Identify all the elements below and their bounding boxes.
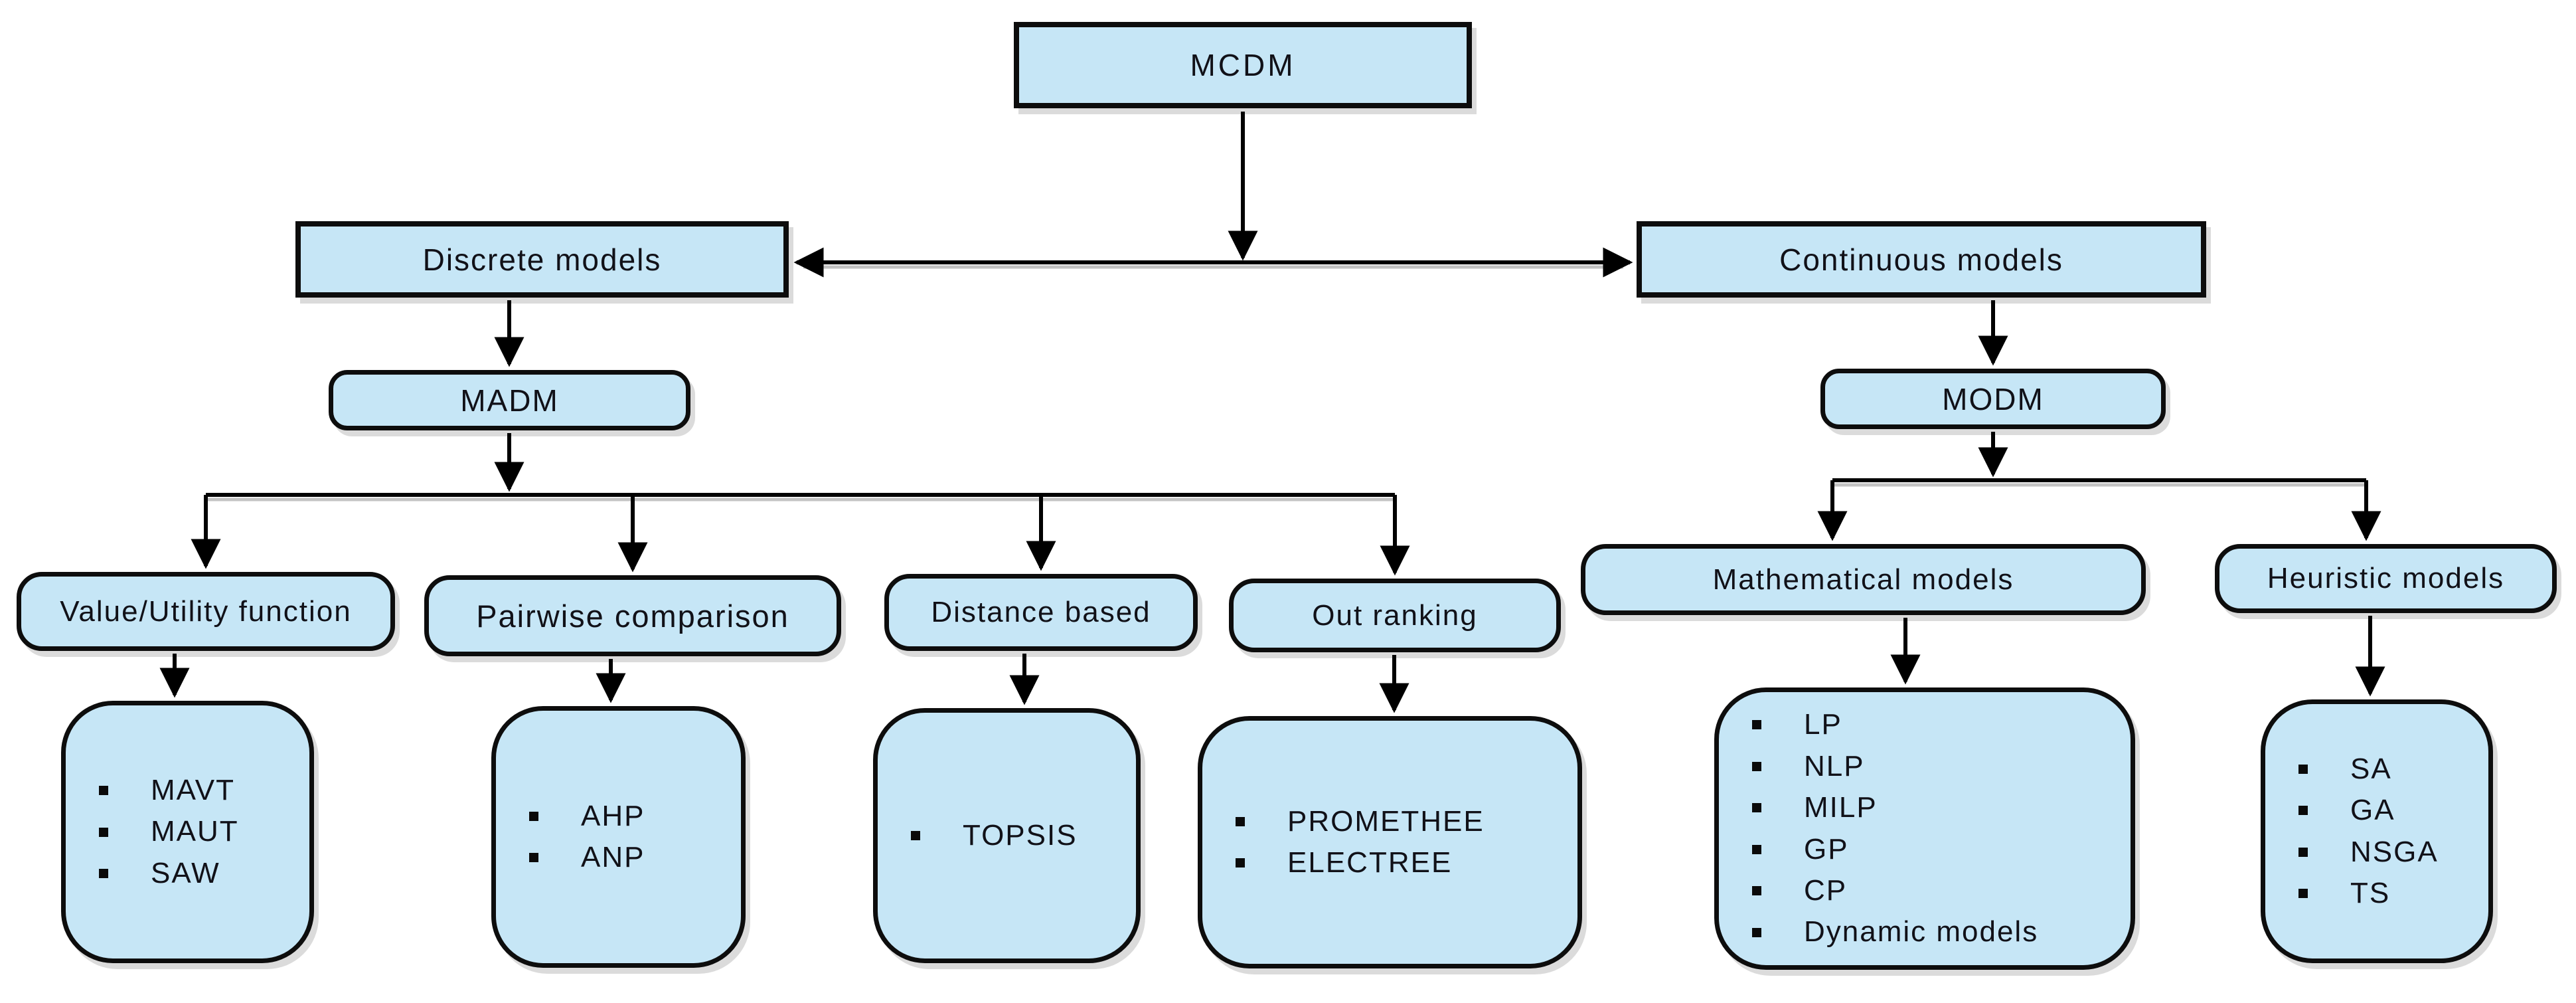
method-item: TS bbox=[2298, 873, 2468, 914]
method-label: TOPSIS bbox=[963, 818, 1078, 852]
method-item: GP bbox=[1752, 829, 2111, 870]
node-out-ranking: Out ranking bbox=[1229, 579, 1561, 652]
method-label: NSGA bbox=[2350, 835, 2439, 868]
method-label: Dynamic models bbox=[1804, 915, 2039, 949]
method-label: SAW bbox=[151, 856, 220, 889]
leaf-heuristic-methods: SA GA NSGA TS bbox=[2261, 699, 2493, 963]
method-item: CP bbox=[1752, 870, 2111, 911]
node-madm: MADM bbox=[329, 370, 690, 430]
node-continuous-models-label: Continuous models bbox=[1779, 242, 2063, 277]
leaf-mathematical-methods: LP NLP MILP GP CP Dynamic models bbox=[1714, 687, 2135, 970]
node-modm-label: MODM bbox=[1942, 381, 2044, 416]
method-item: SAW bbox=[99, 853, 289, 894]
node-modm: MODM bbox=[1820, 369, 2166, 429]
node-value-utility-function-label: Value/Utility function bbox=[60, 594, 352, 628]
bullet-icon bbox=[2298, 806, 2308, 816]
method-label: ANP bbox=[581, 841, 645, 873]
leaf-outranking-methods: PROMETHEE ELECTREE bbox=[1198, 716, 1582, 968]
method-label: MILP bbox=[1804, 791, 1878, 824]
leaf-distance-methods: TOPSIS bbox=[873, 708, 1141, 963]
method-item: TOPSIS bbox=[911, 815, 1116, 856]
node-mcdm-label: MCDM bbox=[1190, 48, 1296, 82]
method-label: MAUT bbox=[151, 815, 239, 848]
bullet-icon bbox=[1752, 761, 1761, 771]
bullet-icon bbox=[2298, 889, 2308, 899]
node-pairwise-comparison-label: Pairwise comparison bbox=[476, 598, 789, 634]
method-item: NSGA bbox=[2298, 832, 2468, 873]
method-item: MILP bbox=[1752, 787, 2111, 828]
bullet-icon bbox=[1752, 803, 1761, 813]
method-item: AHP bbox=[529, 796, 721, 837]
method-label: SA bbox=[2350, 752, 2392, 785]
bullet-icon bbox=[529, 811, 538, 821]
bullet-icon bbox=[99, 868, 108, 878]
bullet-icon bbox=[529, 853, 538, 863]
method-label: TS bbox=[2350, 876, 2391, 909]
bullet-icon bbox=[2298, 764, 2308, 774]
bullet-icon bbox=[99, 827, 108, 837]
method-item: PROMETHEE bbox=[1236, 801, 1558, 842]
method-item: MAVT bbox=[99, 770, 289, 811]
method-item: SA bbox=[2298, 749, 2468, 790]
node-continuous-models: Continuous models bbox=[1637, 221, 2206, 298]
node-mathematical-models-label: Mathematical models bbox=[1712, 563, 2014, 596]
node-mathematical-models: Mathematical models bbox=[1581, 544, 2146, 615]
node-discrete-models-label: Discrete models bbox=[422, 242, 662, 277]
bullet-icon bbox=[1236, 816, 1245, 826]
leaf-pairwise-methods: AHP ANP bbox=[491, 706, 746, 968]
method-item: ELECTREE bbox=[1236, 842, 1558, 883]
node-heuristic-models: Heuristic models bbox=[2215, 544, 2557, 613]
node-mcdm: MCDM bbox=[1014, 22, 1472, 108]
method-label: GA bbox=[2350, 794, 2395, 827]
bullet-icon bbox=[1752, 886, 1761, 896]
method-item: LP bbox=[1752, 704, 2111, 745]
node-value-utility-function: Value/Utility function bbox=[17, 572, 395, 651]
node-heuristic-models-label: Heuristic models bbox=[2267, 562, 2505, 594]
node-discrete-models: Discrete models bbox=[295, 221, 789, 298]
bullet-icon bbox=[1752, 844, 1761, 854]
bullet-icon bbox=[2298, 847, 2308, 857]
method-label: LP bbox=[1804, 708, 1842, 741]
node-madm-label: MADM bbox=[460, 383, 559, 418]
bullet-icon bbox=[1752, 927, 1761, 937]
method-item: MAUT bbox=[99, 811, 289, 852]
node-distance-based: Distance based bbox=[884, 574, 1198, 651]
method-label: ELECTREE bbox=[1287, 846, 1453, 879]
bullet-icon bbox=[99, 786, 108, 796]
node-distance-based-label: Distance based bbox=[931, 596, 1151, 628]
method-label: NLP bbox=[1804, 749, 1865, 782]
bullet-icon bbox=[911, 831, 920, 840]
method-label: AHP bbox=[581, 799, 645, 832]
node-out-ranking-label: Out ranking bbox=[1312, 598, 1478, 632]
method-label: CP bbox=[1804, 873, 1848, 907]
method-label: GP bbox=[1804, 832, 1849, 866]
node-pairwise-comparison: Pairwise comparison bbox=[424, 575, 841, 656]
method-label: PROMETHEE bbox=[1287, 804, 1485, 838]
method-item: NLP bbox=[1752, 746, 2111, 787]
method-item: Dynamic models bbox=[1752, 911, 2111, 953]
method-item: GA bbox=[2298, 790, 2468, 831]
leaf-value-utility-methods: MAVT MAUT SAW bbox=[61, 701, 314, 963]
method-item: ANP bbox=[529, 837, 721, 878]
bullet-icon bbox=[1236, 858, 1245, 868]
bullet-icon bbox=[1752, 720, 1761, 730]
method-label: MAVT bbox=[151, 773, 235, 806]
